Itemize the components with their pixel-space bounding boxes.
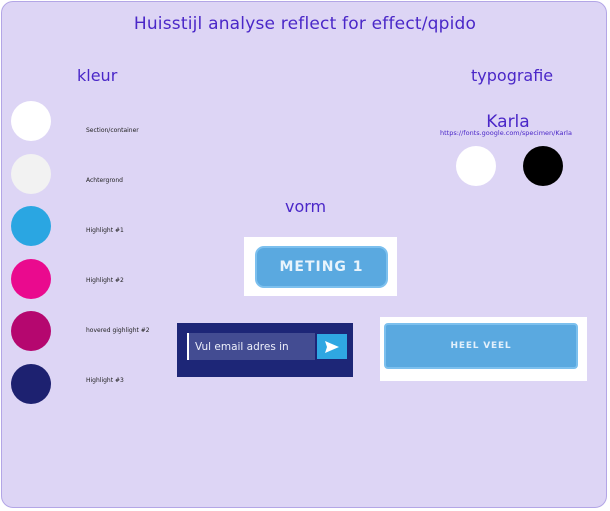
email-form-sample bbox=[177, 323, 353, 377]
meting-button[interactable]: METING 1 bbox=[255, 246, 388, 288]
swatch-hovered-highlight-2 bbox=[11, 311, 51, 351]
swatch-achtergrond bbox=[11, 154, 51, 194]
swatch-label-achtergrond: Achtergrond bbox=[86, 177, 123, 184]
text-color-black bbox=[523, 146, 563, 186]
send-button[interactable] bbox=[317, 334, 347, 359]
typografie-heading: typografie bbox=[471, 66, 554, 85]
swatch-highlight-1 bbox=[11, 206, 51, 246]
swatch-label-highlight-2: Highlight #2 bbox=[86, 277, 124, 284]
kleur-heading: kleur bbox=[77, 66, 118, 85]
button-sample-frame-1: METING 1 bbox=[244, 237, 397, 296]
swatch-label-highlight-1: Highlight #1 bbox=[86, 227, 124, 234]
swatch-highlight-3 bbox=[11, 364, 51, 404]
email-input[interactable] bbox=[187, 333, 315, 360]
swatch-highlight-2 bbox=[11, 259, 51, 299]
swatch-label-highlight-3: Highlight #3 bbox=[86, 377, 124, 384]
font-name: Karla bbox=[486, 112, 530, 132]
page-title: Huisstijl analyse reflect for effect/qpi… bbox=[133, 14, 477, 34]
button-sample-frame-2: HEEL VEEL bbox=[380, 317, 587, 381]
text-color-white bbox=[456, 146, 496, 186]
swatch-section-container bbox=[11, 101, 51, 141]
font-url[interactable]: https://fonts.google.com/specimen/Karla bbox=[440, 129, 572, 137]
swatch-label-hovered-highlight-2: hovered gighlight #2 bbox=[86, 327, 150, 334]
heel-veel-button[interactable]: HEEL VEEL bbox=[384, 323, 578, 369]
send-arrow-icon bbox=[325, 340, 339, 353]
vorm-heading: vorm bbox=[285, 197, 327, 216]
swatch-label-section-container: Section/container bbox=[86, 127, 139, 134]
